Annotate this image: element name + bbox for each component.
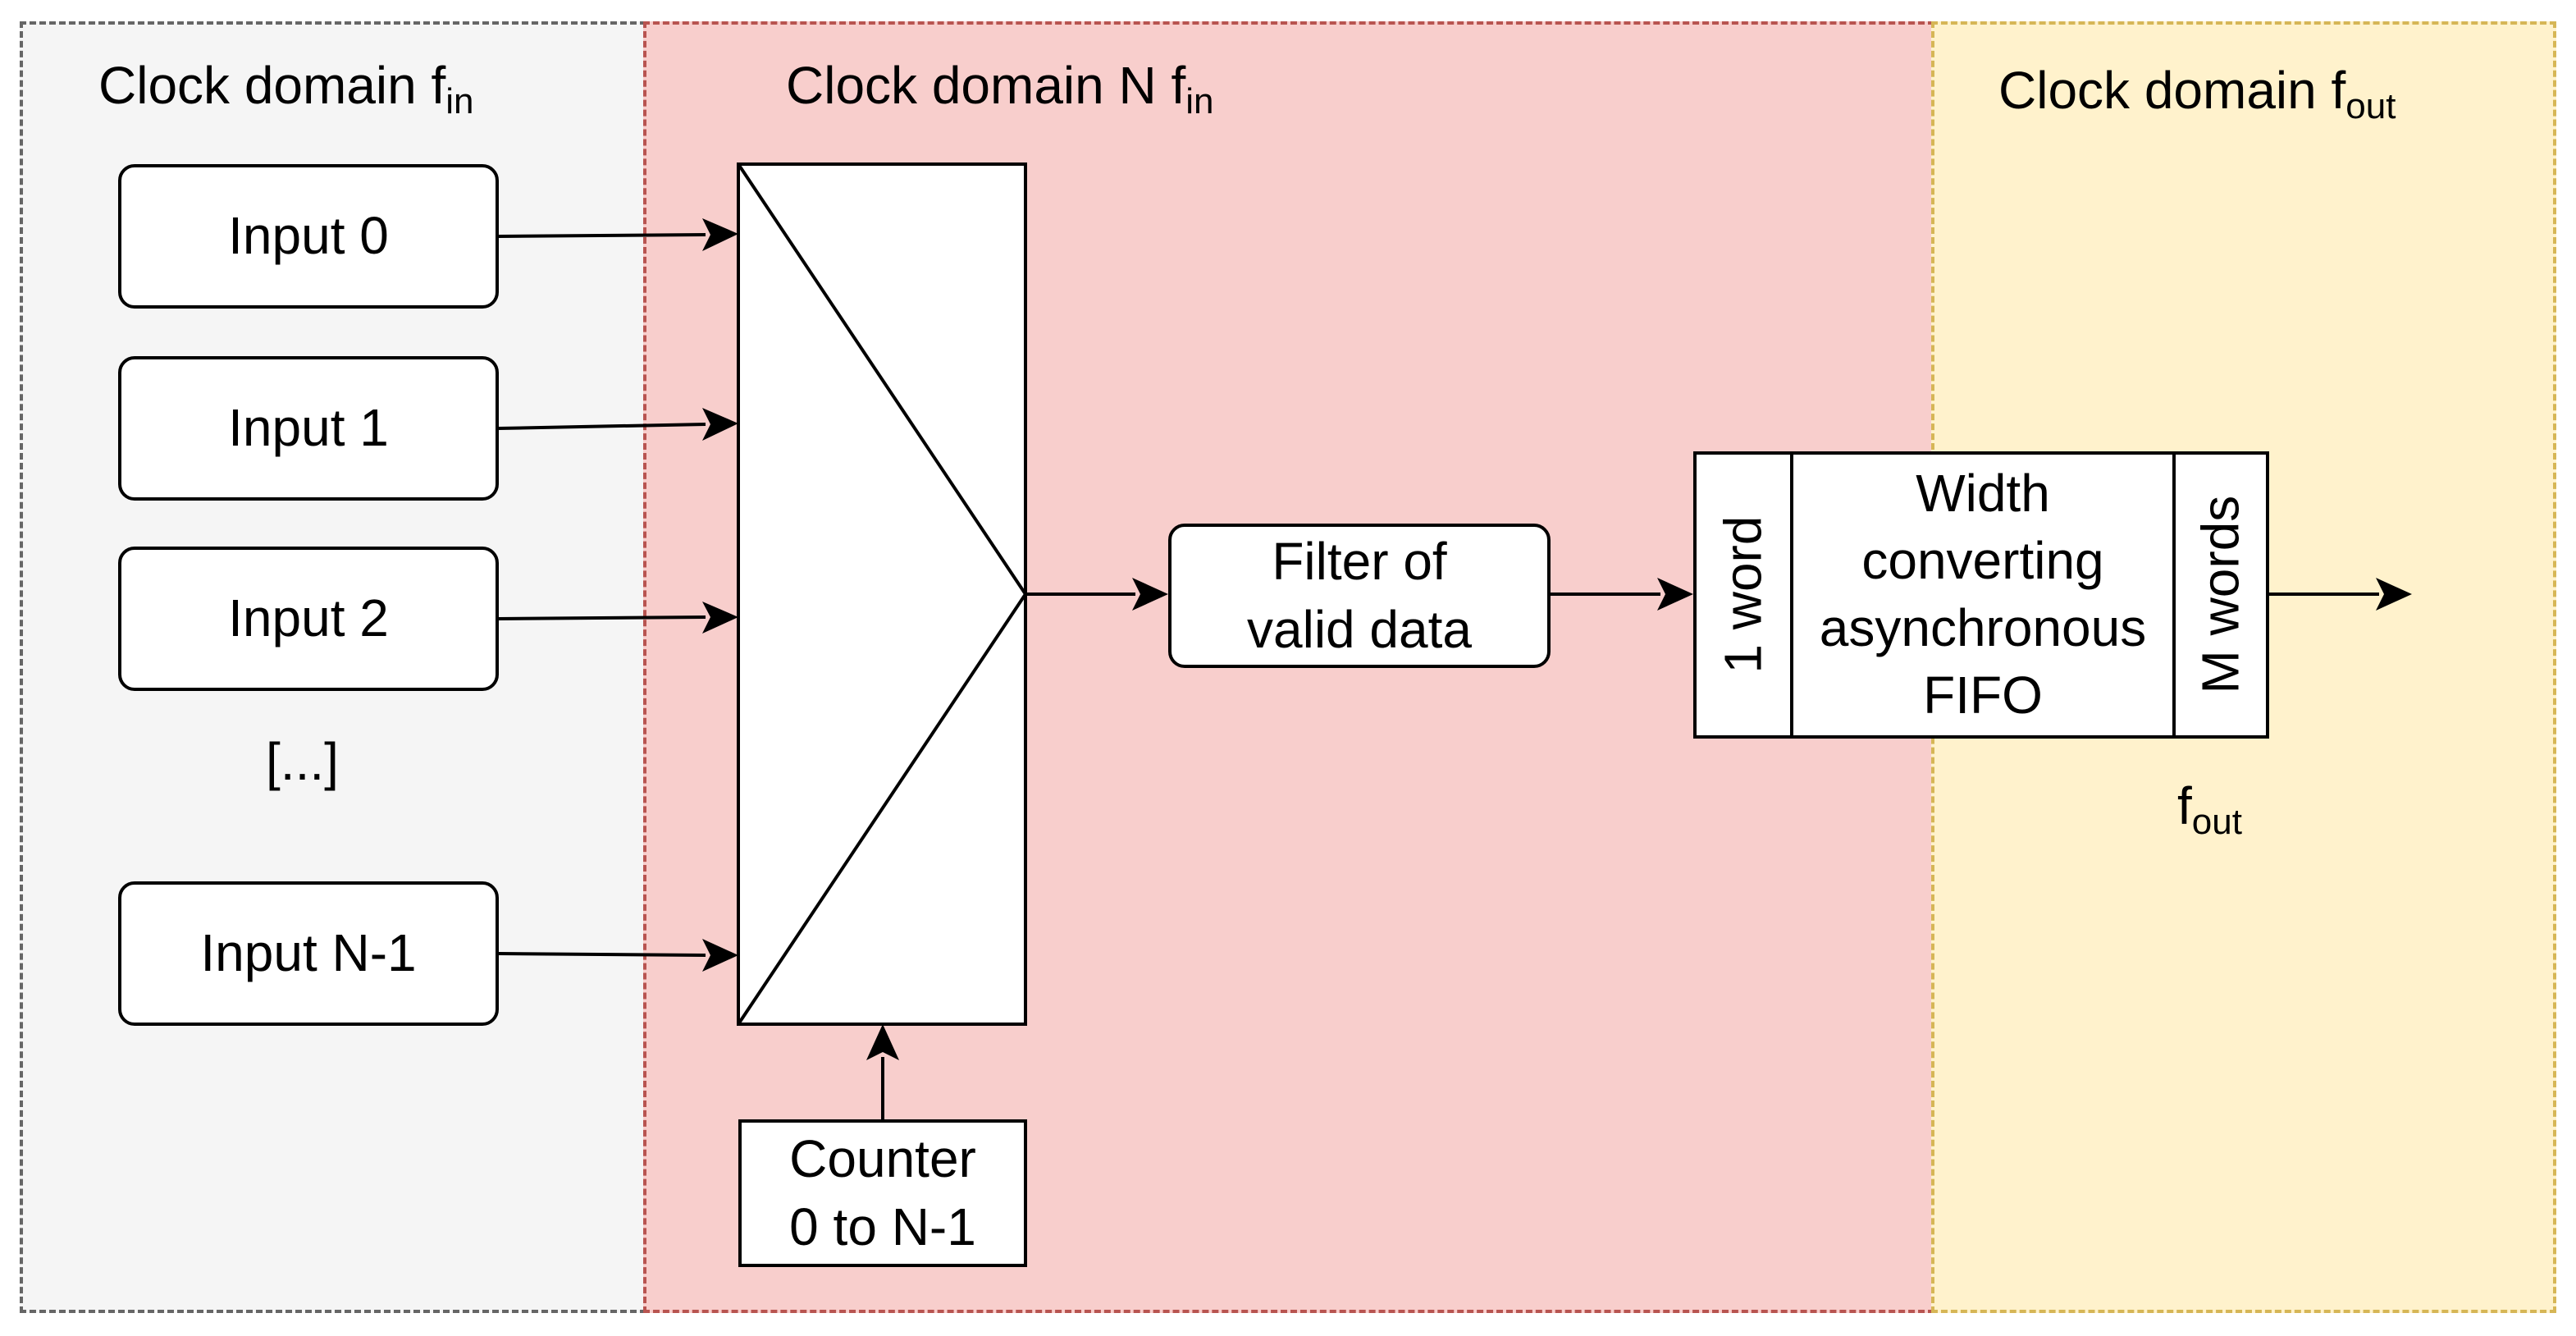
fifo-output-port-label: M words	[2190, 496, 2250, 694]
clock-domain-fin-title-subscript: in	[445, 81, 474, 121]
counter-label-line2: 0 to N-1	[789, 1197, 976, 1256]
fifo-label-line2: converting	[1861, 531, 2104, 591]
clock-domain-fout-title: Clock domain fout	[1998, 61, 2396, 125]
clock-domain-fin-title-text: Clock domain f	[98, 56, 446, 115]
input-2-arrow	[498, 602, 738, 634]
fifo-input-port: 1 word	[1693, 451, 1793, 739]
input-2-box: Input 2	[118, 547, 499, 691]
counter-box: Counter 0 to N-1	[738, 1119, 1027, 1267]
output-clock-label-text: f	[2177, 776, 2192, 835]
output-clock-label-subscript: out	[2191, 802, 2242, 842]
counter-label-line1: Counter	[789, 1128, 976, 1188]
input-0-label: Input 0	[228, 206, 389, 266]
filter-box: Filter of valid data	[1168, 524, 1551, 668]
clock-domain-nfin-title-subscript: in	[1185, 81, 1214, 121]
input-n-1-arrow	[498, 939, 738, 972]
fifo-input-port-label: 1 word	[1713, 515, 1773, 675]
counter-arrow	[866, 1024, 899, 1119]
fifo-output-port: M words	[2172, 451, 2269, 739]
inputs-ellipsis: [...]	[266, 732, 339, 791]
mux-to-filter-arrow	[1025, 578, 1168, 611]
input-1-arrow	[498, 408, 738, 441]
input-n-1-label: Input N-1	[200, 923, 417, 983]
filter-label-line2: valid data	[1247, 600, 1472, 659]
input-1-label: Input 1	[228, 398, 389, 458]
multiplexer-block	[737, 162, 1027, 1026]
input-0-arrow	[498, 218, 738, 251]
filter-label-line1: Filter of	[1272, 531, 1447, 591]
output-clock-label: fout	[2177, 780, 2242, 840]
input-n-1-box: Input N-1	[118, 881, 499, 1026]
input-1-box: Input 1	[118, 356, 499, 501]
clock-domain-nfin-title: Clock domain N fin	[786, 56, 1214, 120]
input-0-box: Input 0	[118, 164, 499, 309]
fifo-label-line3: asynchronous	[1819, 598, 2147, 657]
input-2-label: Input 2	[228, 588, 389, 648]
clock-domain-fout-title-text: Clock domain f	[1998, 61, 2346, 120]
clock-domain-fin-title: Clock domain fin	[98, 56, 474, 120]
fifo-body: Width converting asynchronous FIFO	[1790, 451, 2176, 739]
filter-to-fifo-arrow	[1551, 578, 1693, 611]
clock-domain-fout-title-subscript: out	[2345, 86, 2396, 126]
fifo-label-line1: Width	[1916, 464, 2050, 524]
clock-domain-nfin-title-text: Clock domain N f	[786, 56, 1186, 115]
fifo-label-line4: FIFO	[1923, 665, 2043, 725]
fifo-output-arrow	[2268, 578, 2412, 611]
